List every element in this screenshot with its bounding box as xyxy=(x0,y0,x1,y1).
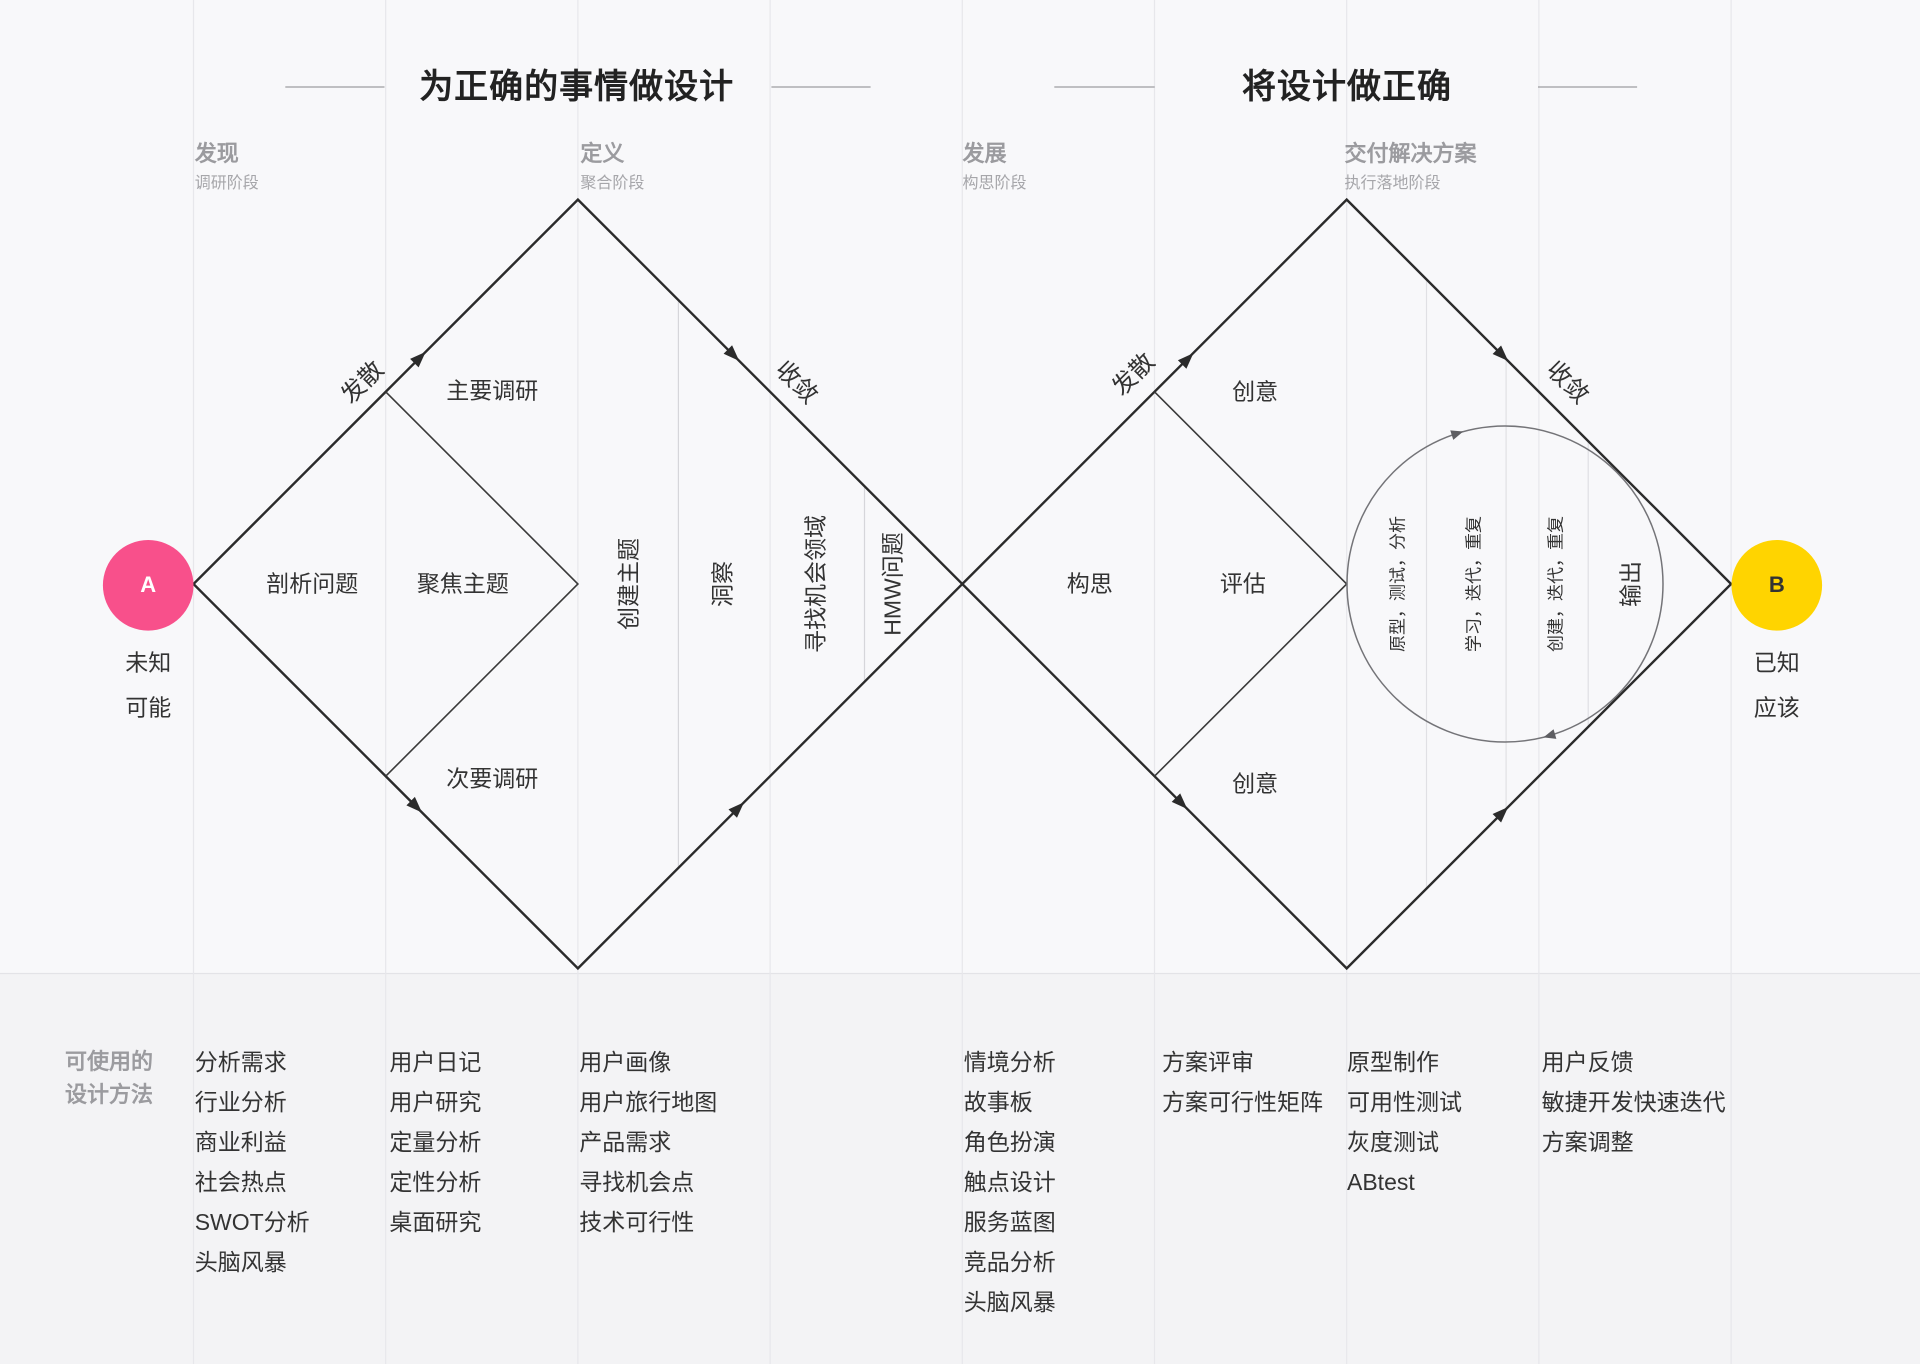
methods-label-line: 设计方法 xyxy=(65,1082,154,1107)
phase-deliver-title: 交付解决方案 xyxy=(1344,141,1477,167)
start-point-circle xyxy=(102,540,194,631)
methods-column-research: 用户日记 用户研究 定量分析 定性分析 桌面研究 xyxy=(389,1042,481,1242)
arrow-up-right-icon xyxy=(728,802,745,818)
diamond-1-inner-line xyxy=(385,391,580,777)
method-item: 用户反馈 xyxy=(1541,1048,1634,1075)
loop-arrow-icon xyxy=(1543,729,1557,739)
grid-lines xyxy=(192,0,1732,1364)
methods-column-discover: 分析需求 行业分析 商业利益 社会热点 SWOT分析 头脑风暴 xyxy=(195,1042,310,1282)
phase-discover-subtitle: 调研阶段 xyxy=(194,174,259,192)
method-item: 角色扮演 xyxy=(963,1128,1056,1155)
idea-lower-label: 创意 xyxy=(1232,770,1279,797)
methods-column-prototype: 原型制作 可用性测试 灰度测试 ABtest xyxy=(1347,1042,1462,1202)
method-item: 灰度测试 xyxy=(1347,1128,1439,1155)
methods-label-line: 可使用的 xyxy=(65,1049,154,1074)
methods-column-deliver: 用户反馈 敏捷开发快速迭代 方案调整 xyxy=(1542,1042,1726,1162)
method-item: 用户研究 xyxy=(389,1088,482,1115)
arrow-up-right-icon xyxy=(410,351,426,368)
iteration-loop-circle xyxy=(1346,425,1664,743)
define-column-label: HMW问题 xyxy=(879,532,906,636)
method-item: 社会热点 xyxy=(194,1168,287,1195)
method-item: 竞品分析 xyxy=(963,1248,1056,1275)
method-item: 定性分析 xyxy=(389,1168,482,1195)
diamond-2-outline xyxy=(960,197,1733,971)
phase-define-subtitle: 聚合阶段 xyxy=(580,174,645,192)
method-item: 用户日记 xyxy=(389,1048,482,1075)
method-item: 触点设计 xyxy=(963,1168,1056,1195)
start-badge-letter: A xyxy=(140,572,157,598)
start-state-label: 可能 xyxy=(125,694,172,721)
method-item: 原型制作 xyxy=(1347,1048,1439,1075)
method-item: 技术可行性 xyxy=(579,1208,695,1235)
heading-solution-space: 将设计做正确 xyxy=(1242,68,1452,106)
phase-deliver-subtitle: 执行落地阶段 xyxy=(1344,174,1441,192)
arrow-up-right-icon xyxy=(1177,353,1194,369)
method-item: 用户旅行地图 xyxy=(579,1088,718,1115)
phase-discover-title: 发现 xyxy=(194,141,239,167)
idea-upper-label: 创意 xyxy=(1232,378,1279,405)
heading-problem-space: 为正确的事情做设计 xyxy=(419,68,735,106)
start-state-label: 未知 xyxy=(125,649,172,675)
arrow-down-right-icon xyxy=(1492,345,1509,362)
iteration-loop-label: 学习，迭代，重复 xyxy=(1464,516,1484,652)
iteration-loop-label: 原型，测试，分析 xyxy=(1388,516,1408,652)
method-item: SWOT分析 xyxy=(194,1208,310,1235)
method-item: 定量分析 xyxy=(389,1128,482,1155)
method-item: 分析需求 xyxy=(194,1048,287,1075)
methods-section-label: 可使用的 设计方法 xyxy=(65,1045,153,1111)
secondary-research-label: 次要调研 xyxy=(446,765,539,792)
method-item: ABtest xyxy=(1347,1168,1415,1195)
method-item: 故事板 xyxy=(963,1088,1033,1115)
define-column-label: 寻找机会领域 xyxy=(802,515,828,653)
loop-arrow-icon xyxy=(1450,430,1464,440)
arrow-down-right-icon xyxy=(1171,793,1188,809)
define-column-label: 创建主题 xyxy=(615,538,642,630)
arrow-down-right-icon xyxy=(723,345,740,361)
method-item: 可用性测试 xyxy=(1347,1088,1462,1115)
diagram-background xyxy=(0,0,1920,974)
evaluate-label: 评估 xyxy=(1219,570,1266,597)
method-item: 商业利益 xyxy=(194,1128,287,1155)
methods-column-evaluate: 方案评审 方案可行性矩阵 xyxy=(1162,1042,1323,1122)
method-item: 方案可行性矩阵 xyxy=(1162,1088,1323,1115)
method-item: 行业分析 xyxy=(194,1088,287,1115)
methods-column-develop: 情境分析 故事板 角色扮演 触点设计 服务蓝图 竞品分析 头脑风暴 xyxy=(964,1042,1056,1322)
output-label: 输出 xyxy=(1617,561,1644,607)
method-item: 头脑风暴 xyxy=(963,1288,1056,1315)
column-dividers xyxy=(677,279,1589,889)
primary-research-label: 主要调研 xyxy=(446,377,539,404)
flow-arrows xyxy=(406,345,1509,823)
define-column-label: 洞察 xyxy=(709,561,735,607)
method-item: 情境分析 xyxy=(963,1048,1056,1075)
end-state-label: 应该 xyxy=(1753,694,1800,721)
end-point-circle xyxy=(1731,540,1823,631)
arrow-down-right-icon xyxy=(406,796,422,813)
method-item: 桌面研究 xyxy=(389,1208,482,1235)
ideate-label: 构思 xyxy=(1066,570,1113,597)
end-badge-letter: B xyxy=(1768,572,1785,598)
method-item: 用户画像 xyxy=(579,1048,672,1075)
phase-define-title: 定义 xyxy=(580,141,625,167)
phase-develop-subtitle: 构思阶段 xyxy=(962,174,1027,192)
method-item: 服务蓝图 xyxy=(963,1208,1056,1235)
focus-theme-label: 聚焦主题 xyxy=(416,570,509,597)
phase-develop-title: 发展 xyxy=(962,141,1007,167)
method-item: 头脑风暴 xyxy=(194,1248,287,1275)
arrow-up-right-icon xyxy=(1492,806,1509,823)
method-item: 敏捷开发快速迭代 xyxy=(1541,1088,1726,1115)
methods-column-define: 用户画像 用户旅行地图 产品需求 寻找机会点 技术可行性 xyxy=(579,1042,717,1242)
end-state-label: 已知 xyxy=(1753,649,1800,675)
method-item: 方案评审 xyxy=(1162,1048,1254,1075)
methods-background xyxy=(0,973,1920,1364)
iteration-loop-label: 创建，迭代，重复 xyxy=(1546,516,1566,652)
method-item: 寻找机会点 xyxy=(579,1168,695,1195)
analyze-problem-label: 剖析问题 xyxy=(266,570,359,597)
method-item: 方案调整 xyxy=(1541,1128,1634,1155)
method-item: 产品需求 xyxy=(579,1128,672,1155)
